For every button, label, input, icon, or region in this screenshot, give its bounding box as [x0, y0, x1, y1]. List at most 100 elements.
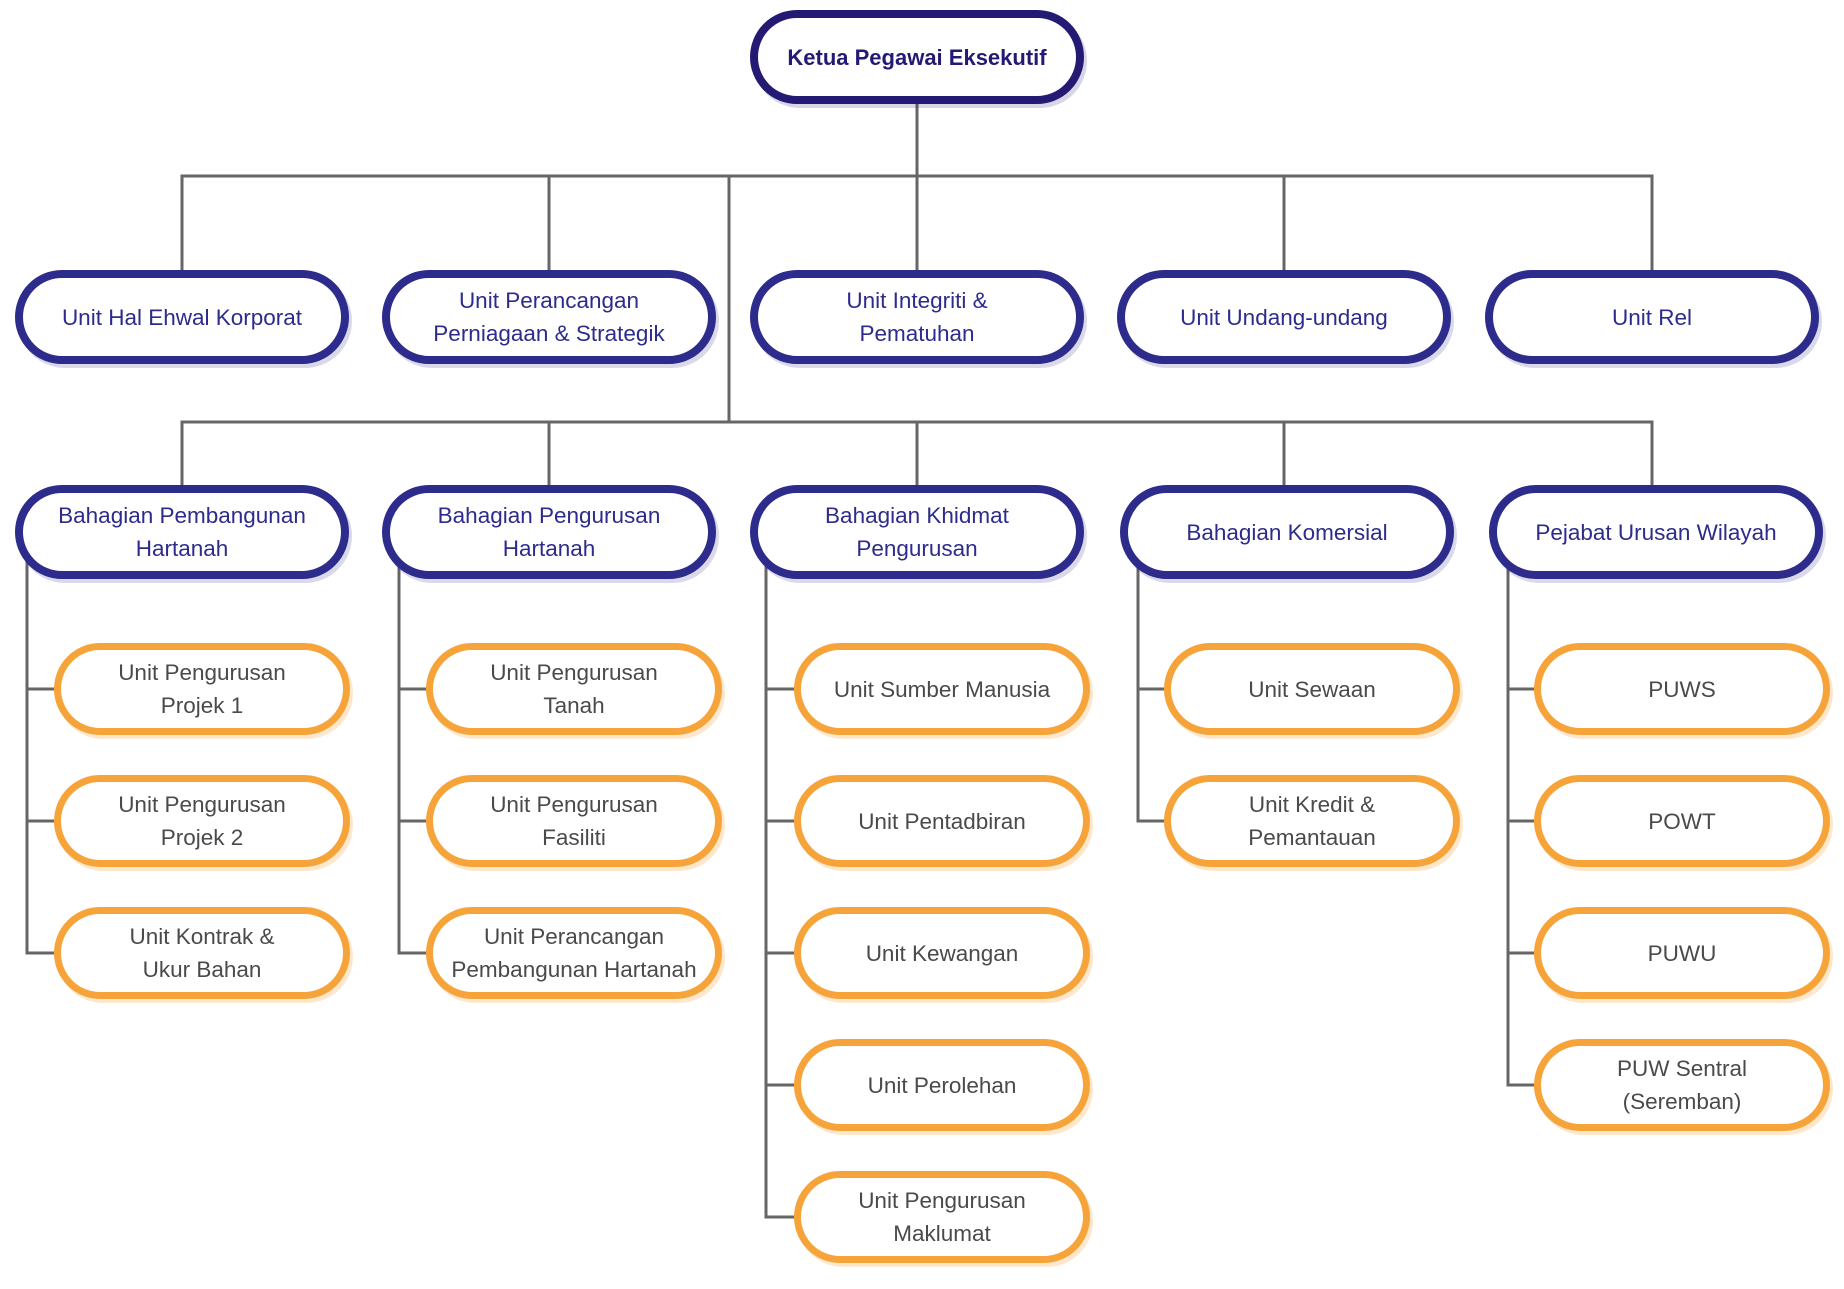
sub-unit-box-unit-kredit-pemantauan-label: Unit Kredit & Pemantauan	[1248, 788, 1376, 854]
sub-unit-box-puw-sentral-seremban-label-line-2: (Seremban)	[1622, 1089, 1742, 1114]
division-box-bahagian-pembangunan-hartanah-label-line-2: Hartanah	[135, 536, 229, 561]
ceo-box: Ketua Pegawai Eksekutif	[750, 10, 1084, 104]
unit-box-unit-rel-label-line-1: Unit Rel	[1611, 304, 1693, 330]
sub-unit-box-unit-kontrak-ukur-bahan: Unit Kontrak & Ukur Bahan	[54, 907, 350, 999]
sub-unit-box-puwu-label-line-1: PUWU	[1647, 940, 1717, 966]
division-box-bahagian-khidmat-pengurusan-label-line-2: Pengurusan	[856, 536, 978, 561]
sub-unit-box-puws: PUWS	[1534, 643, 1830, 735]
sub-unit-box-unit-perolehan: Unit Perolehan	[794, 1039, 1090, 1131]
sub-unit-box-puw-sentral-seremban: PUW Sentral (Seremban)	[1534, 1039, 1830, 1131]
sub-unit-box-unit-pengurusan-projek-2-label-line-2: Projek 2	[160, 825, 244, 850]
unit-box-unit-integriti-pematuhan: Unit Integriti & Pematuhan	[750, 270, 1084, 364]
sub-unit-box-unit-pengurusan-fasiliti-label-line-1: Unit Pengurusan	[490, 792, 658, 817]
sub-unit-box-unit-sumber-manusia-label-line-1: Unit Sumber Manusia	[833, 676, 1051, 702]
sub-unit-box-unit-sewaan-label: Unit Sewaan	[1248, 673, 1376, 706]
division-box-bahagian-pengurusan-hartanah-label-line-2: Hartanah	[502, 536, 596, 561]
division-box-pejabat-urusan-wilayah-label-line-1: Pejabat Urusan Wilayah	[1535, 519, 1777, 545]
ceo-box-label: Ketua Pegawai Eksekutif	[787, 41, 1046, 74]
sub-unit-box-unit-pentadbiran-label: Unit Pentadbiran	[858, 805, 1026, 838]
division-box-bahagian-komersial-label: Bahagian Komersial	[1186, 516, 1387, 549]
unit-box-unit-hal-ehwal-korporat: Unit Hal Ehwal Korporat	[15, 270, 349, 364]
sub-unit-box-unit-kontrak-ukur-bahan-label: Unit Kontrak & Ukur Bahan	[129, 920, 274, 986]
sub-unit-box-unit-kredit-pemantauan-label-line-2: Pemantauan	[1248, 825, 1376, 850]
division-box-pejabat-urusan-wilayah-label: Pejabat Urusan Wilayah	[1535, 516, 1776, 549]
sub-unit-box-unit-pengurusan-tanah-label-line-1: Unit Pengurusan	[490, 660, 658, 685]
sub-unit-box-puw-sentral-seremban-label: PUW Sentral (Seremban)	[1617, 1052, 1747, 1118]
sub-unit-box-unit-pentadbiran-label-line-1: Unit Pentadbiran	[858, 808, 1026, 834]
sub-unit-box-unit-kewangan-label-line-1: Unit Kewangan	[865, 940, 1019, 966]
sub-unit-box-puws-label-line-1: PUWS	[1648, 676, 1716, 702]
ceo-box-label-line-1: Ketua Pegawai Eksekutif	[787, 44, 1047, 70]
division-box-bahagian-komersial-label-line-1: Bahagian Komersial	[1186, 519, 1388, 545]
sub-unit-box-unit-kewangan: Unit Kewangan	[794, 907, 1090, 999]
sub-unit-box-powt: POWT	[1534, 775, 1830, 867]
sub-unit-box-puw-sentral-seremban-label-line-1: PUW Sentral	[1616, 1056, 1748, 1081]
sub-unit-box-unit-pentadbiran: Unit Pentadbiran	[794, 775, 1090, 867]
sub-unit-box-unit-kredit-pemantauan-label-line-1: Unit Kredit &	[1248, 792, 1376, 817]
unit-box-unit-integriti-pematuhan-label: Unit Integriti & Pematuhan	[846, 284, 987, 350]
sub-unit-box-puws-label: PUWS	[1648, 673, 1716, 706]
unit-box-unit-perancangan-perniagaan-strategik-label-line-1: Unit Perancangan	[458, 288, 640, 313]
unit-box-unit-hal-ehwal-korporat-label: Unit Hal Ehwal Korporat	[62, 301, 302, 334]
unit-box-unit-integriti-pematuhan-label-line-2: Pematuhan	[859, 321, 975, 346]
unit-box-unit-undang-undang-label-line-1: Unit Undang-undang	[1180, 304, 1388, 330]
unit-box-unit-undang-undang-label: Unit Undang-undang	[1180, 301, 1388, 334]
sub-unit-box-unit-pengurusan-maklumat-label-line-1: Unit Pengurusan	[858, 1188, 1026, 1213]
sub-unit-box-powt-label-line-1: POWT	[1648, 808, 1716, 834]
division-box-bahagian-pengurusan-hartanah-label-line-1: Bahagian Pengurusan	[437, 503, 661, 528]
unit-box-unit-rel-label: Unit Rel	[1612, 301, 1692, 334]
sub-unit-box-unit-perolehan-label: Unit Perolehan	[868, 1069, 1017, 1102]
division-box-bahagian-pembangunan-hartanah-label-line-1: Bahagian Pembangunan	[58, 503, 306, 528]
sub-unit-box-powt-label: POWT	[1648, 805, 1716, 838]
division-box-bahagian-khidmat-pengurusan-label-line-1: Bahagian Khidmat	[825, 503, 1009, 528]
unit-box-unit-integriti-pematuhan-label-line-1: Unit Integriti &	[846, 288, 988, 313]
sub-unit-box-unit-sewaan: Unit Sewaan	[1164, 643, 1460, 735]
sub-unit-box-unit-perancangan-pembangunan-hartanah-label-line-1: Unit Perancangan	[483, 924, 665, 949]
sub-unit-box-unit-perolehan-label-line-1: Unit Perolehan	[867, 1072, 1017, 1098]
sub-unit-box-unit-pengurusan-projek-1-label-line-1: Unit Pengurusan	[118, 660, 286, 685]
division-box-pejabat-urusan-wilayah: Pejabat Urusan Wilayah	[1489, 485, 1823, 579]
sub-unit-box-puwu: PUWU	[1534, 907, 1830, 999]
sub-unit-box-unit-kontrak-ukur-bahan-label-line-2: Ukur Bahan	[142, 957, 262, 982]
unit-box-unit-perancangan-perniagaan-strategik-label-line-2: Perniagaan & Strategik	[433, 321, 665, 346]
sub-unit-box-unit-kredit-pemantauan: Unit Kredit & Pemantauan	[1164, 775, 1460, 867]
sub-unit-box-unit-pengurusan-projek-1-label-line-2: Projek 1	[160, 693, 244, 718]
unit-box-unit-undang-undang: Unit Undang-undang	[1117, 270, 1451, 364]
sub-unit-box-unit-sumber-manusia: Unit Sumber Manusia	[794, 643, 1090, 735]
sub-unit-box-puwu-label: PUWU	[1648, 937, 1717, 970]
sub-unit-box-unit-pengurusan-maklumat-label-line-2: Maklumat	[893, 1221, 991, 1246]
sub-unit-box-unit-kontrak-ukur-bahan-label-line-1: Unit Kontrak &	[129, 924, 275, 949]
sub-unit-box-unit-kewangan-label: Unit Kewangan	[866, 937, 1019, 970]
unit-box-unit-hal-ehwal-korporat-label-line-1: Unit Hal Ehwal Korporat	[61, 304, 303, 330]
division-box-bahagian-komersial: Bahagian Komersial	[1120, 485, 1454, 579]
sub-unit-box-unit-pengurusan-fasiliti-label-line-2: Fasiliti	[542, 825, 606, 850]
sub-unit-box-unit-sewaan-label-line-1: Unit Sewaan	[1248, 676, 1376, 702]
sub-unit-box-unit-sumber-manusia-label: Unit Sumber Manusia	[834, 673, 1050, 706]
sub-unit-box-unit-pengurusan-tanah-label-line-2: Tanah	[543, 693, 605, 718]
unit-box-unit-rel: Unit Rel	[1485, 270, 1819, 364]
sub-unit-box-unit-perancangan-pembangunan-hartanah-label-line-2: Pembangunan Hartanah	[451, 957, 697, 982]
sub-unit-box-unit-pengurusan-projek-2-label-line-1: Unit Pengurusan	[118, 792, 286, 817]
